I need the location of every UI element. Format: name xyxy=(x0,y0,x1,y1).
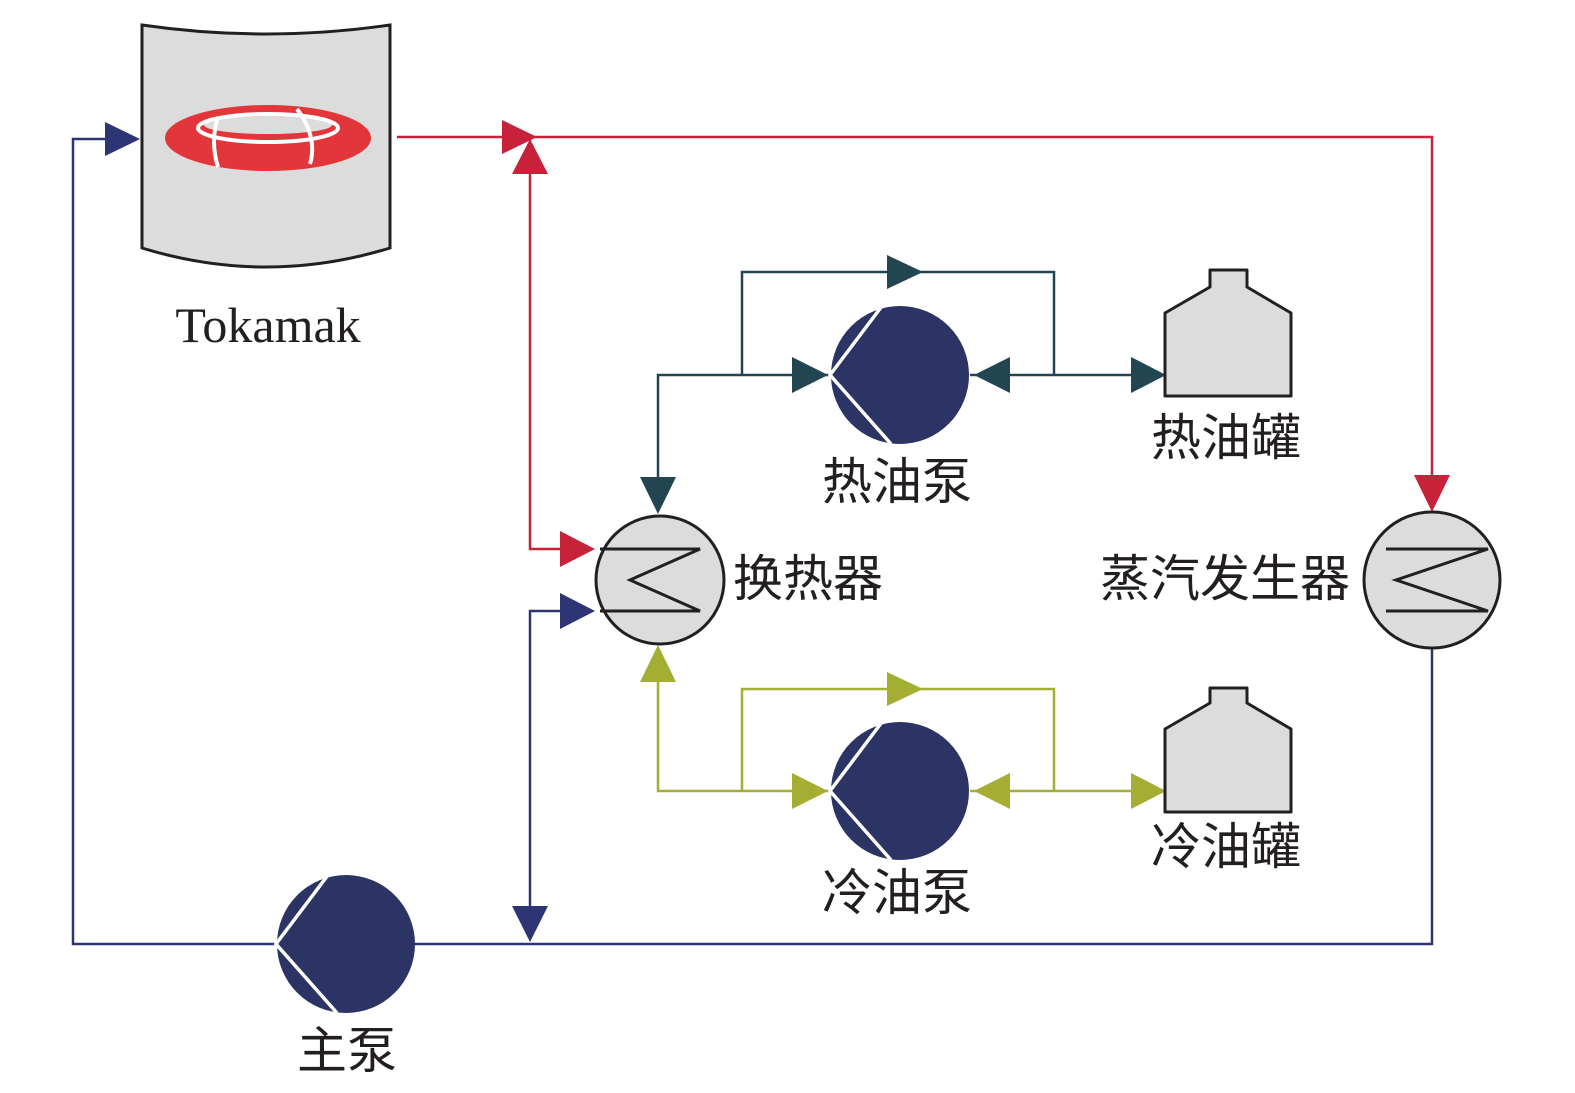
arrow-right-icon xyxy=(887,255,923,289)
cold-primary-arrows xyxy=(105,122,595,942)
pump-icon xyxy=(831,306,969,444)
arrow-left-icon xyxy=(974,773,1010,809)
main-pump: 主泵 xyxy=(273,873,415,1080)
tank-icon xyxy=(1163,686,1293,814)
hx-hot-inlet-line xyxy=(528,137,570,551)
tokamak-label: Tokamak xyxy=(175,297,360,353)
arrow-up-icon xyxy=(512,139,548,174)
hot-oil-tank: 热油罐 xyxy=(1151,268,1301,467)
arrow-down-icon xyxy=(512,906,548,942)
cold-primary-loop xyxy=(71,137,1434,946)
hot-oil-feed-line xyxy=(656,373,830,500)
arrow-down-icon xyxy=(640,477,676,514)
arrow-up-icon xyxy=(640,645,676,682)
hot-oil-pump-label: 热油泵 xyxy=(822,453,972,511)
arrow-right-icon xyxy=(502,120,537,154)
steam-generator-icon xyxy=(1362,510,1502,650)
cold-oil-arrows xyxy=(640,645,1166,809)
arrow-right-icon xyxy=(560,593,595,629)
arrow-right-icon xyxy=(887,672,923,706)
heat-exchanger-label: 换热器 xyxy=(733,550,883,608)
arrow-right-icon xyxy=(1131,773,1166,809)
hot-primary-loop xyxy=(397,135,1434,551)
tokamak: Tokamak xyxy=(140,23,392,353)
steam-generator: 蒸汽发生器 xyxy=(1100,510,1502,650)
hx-cold-inlet-line xyxy=(528,609,570,920)
cold-oil-tank-label: 冷油罐 xyxy=(1151,818,1301,876)
main-loop-return-line xyxy=(71,137,1434,946)
tank-icon xyxy=(1163,268,1293,398)
arrow-left-icon xyxy=(974,357,1010,393)
heat-exchanger: 换热器 xyxy=(594,514,883,646)
cold-oil-pump: 冷油泵 xyxy=(822,720,972,922)
tokamak-outlet-line xyxy=(397,135,1434,500)
cold-oil-tank: 冷油罐 xyxy=(1151,686,1301,876)
plasma-torus-icon xyxy=(165,105,371,171)
steam-generator-label: 蒸汽发生器 xyxy=(1100,550,1350,608)
hot-oil-arrows xyxy=(640,255,1166,514)
main-pump-label: 主泵 xyxy=(297,1022,397,1080)
arrow-right-icon xyxy=(560,531,595,567)
arrow-right-icon xyxy=(792,773,828,809)
hot-oil-pump: 热油泵 xyxy=(822,304,972,511)
heat-exchanger-icon xyxy=(594,514,726,646)
hot-primary-arrows xyxy=(502,120,1450,567)
arrow-right-icon xyxy=(105,122,140,156)
hot-oil-tank-label: 热油罐 xyxy=(1151,409,1301,467)
pump-icon xyxy=(831,722,969,860)
arrow-down-icon xyxy=(1414,475,1450,512)
arrow-right-icon xyxy=(1131,357,1166,393)
pump-icon xyxy=(277,875,415,1013)
cold-oil-pump-label: 冷油泵 xyxy=(822,864,972,922)
cold-oil-feed-line xyxy=(656,660,830,793)
arrow-right-icon xyxy=(792,357,828,393)
